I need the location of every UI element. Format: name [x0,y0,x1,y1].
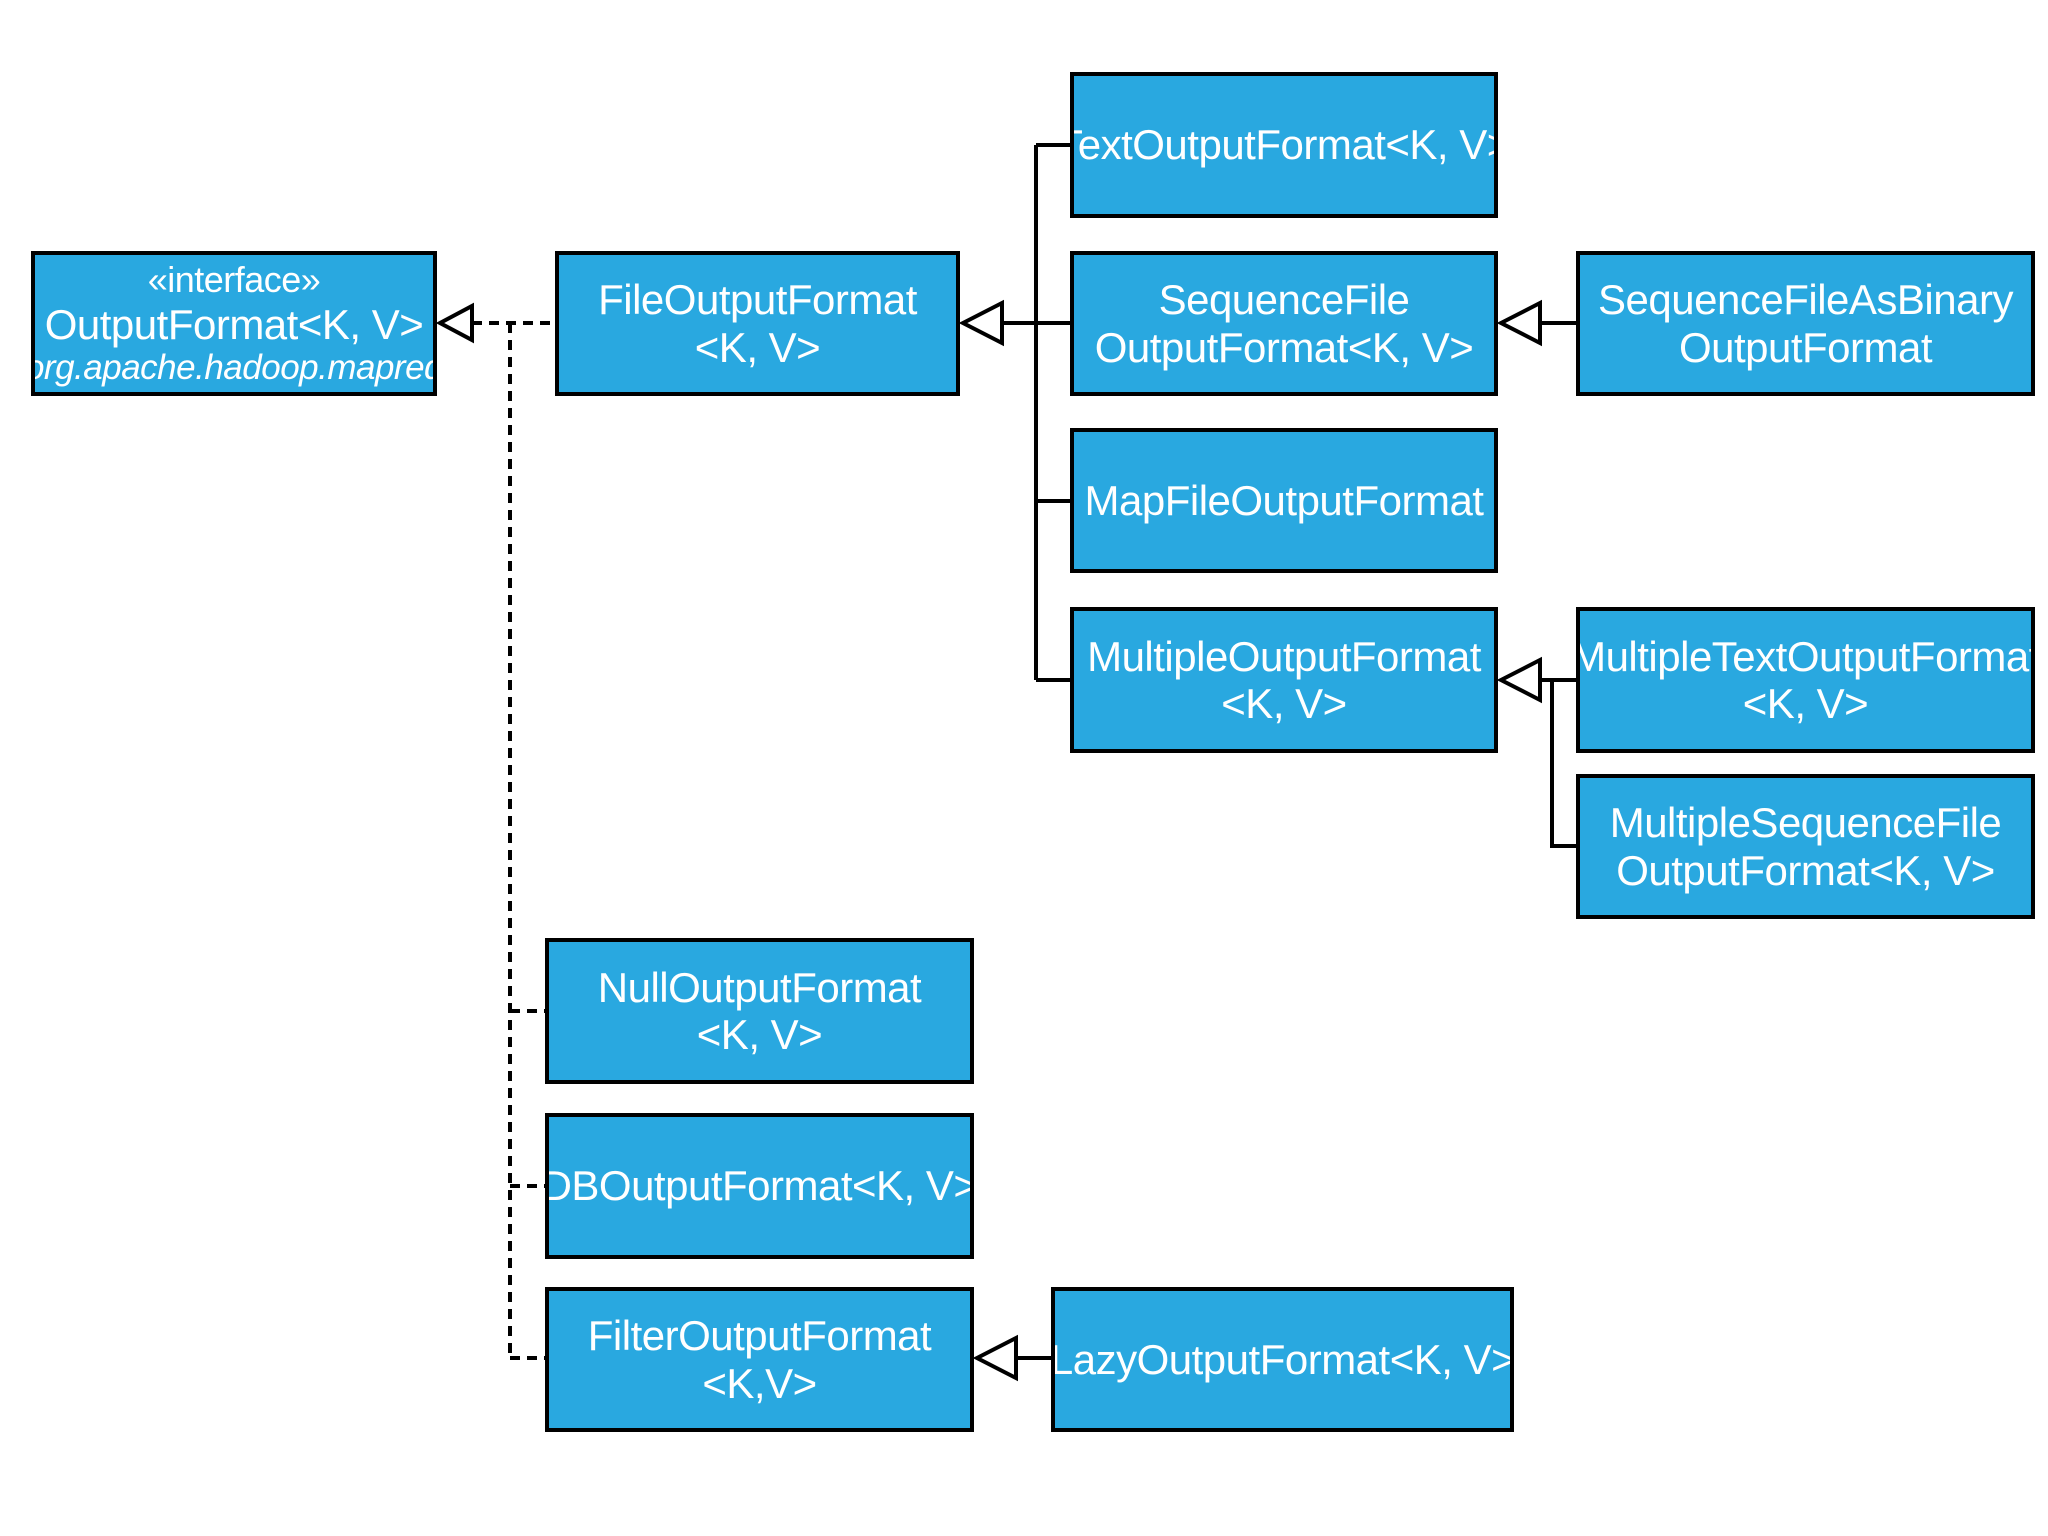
class-name-line1: NullOutputFormat [597,963,922,1011]
class-box-multiplesequencefileoutputformat: MultipleSequenceFile OutputFormat<K, V> [1576,774,2035,919]
class-box-textoutputformat: TextOutputFormat<K, V> [1070,72,1498,218]
class-box-fileoutputformat: FileOutputFormat <K, V> [555,251,960,396]
class-name-line2: <K,V> [702,1359,817,1407]
class-box-dboutputformat: DBOutputFormat<K, V> [545,1113,974,1259]
inheritance-arrowhead-fileoutput [958,299,1004,347]
class-box-lazyoutputformat: LazyOutputFormat<K, V> [1051,1287,1514,1432]
package-name: org.apache.hadoop.mapred [31,347,437,387]
class-name-line2: <K, V> [1221,680,1347,727]
class-name-line1: SequenceFile [1158,276,1410,324]
class-name-line1: TextOutputFormat<K, V> [1070,121,1498,169]
class-name: OutputFormat<K, V> [44,300,424,348]
class-box-nulloutputformat: NullOutputFormat <K, V> [545,938,974,1084]
class-box-filteroutputformat: FilterOutputFormat <K,V> [545,1287,974,1432]
class-name-line1: MultipleTextOutputFormat [1576,632,2035,680]
class-name-line1: LazyOutputFormat<K, V> [1051,1335,1514,1383]
class-name-line1: SequenceFileAsBinary [1598,276,2013,324]
inheritance-arrowhead-seqfile [1496,299,1542,347]
class-name-line2: <K, V> [696,1011,823,1058]
class-name-line2: OutputFormat<K, V> [1616,846,1995,894]
class-box-outputformat-interface: «interface» OutputFormat<K, V> org.apach… [31,251,437,396]
class-name-line1: FilterOutputFormat [587,1312,932,1360]
class-name-line2: <K, V> [1742,680,1869,727]
class-name-line1: MultipleSequenceFile [1609,799,2002,847]
class-name-line2: <K, V> [694,323,821,371]
class-box-sequencefileasbinaryoutputformat: SequenceFileAsBinary OutputFormat [1576,251,2035,396]
class-box-mapfileoutputformat: MapFileOutputFormat [1070,428,1498,573]
class-name-line1: MultipleOutputFormat [1087,632,1481,680]
inheritance-trunk-multiple [1550,680,1576,848]
class-box-sequencefileoutputformat: SequenceFile OutputFormat<K, V> [1070,251,1498,396]
class-box-multipleoutputformat: MultipleOutputFormat <K, V> [1070,607,1498,753]
class-name-line2: OutputFormat<K, V> [1094,323,1474,371]
class-name-line2: OutputFormat [1678,323,1933,371]
class-name-line1: FileOutputFormat [598,276,917,324]
stereotype-label: «interface» [147,259,321,301]
inheritance-arrowhead-multiple [1496,656,1542,704]
inheritance-arrowhead-outputformat [435,302,474,344]
class-name-line1: DBOutputFormat<K, V> [545,1162,974,1210]
class-box-multipletextoutputformat: MultipleTextOutputFormat <K, V> [1576,607,2035,753]
class-name-line1: MapFileOutputFormat [1084,476,1484,524]
inheritance-arrowhead-filteroutput [972,1334,1018,1382]
